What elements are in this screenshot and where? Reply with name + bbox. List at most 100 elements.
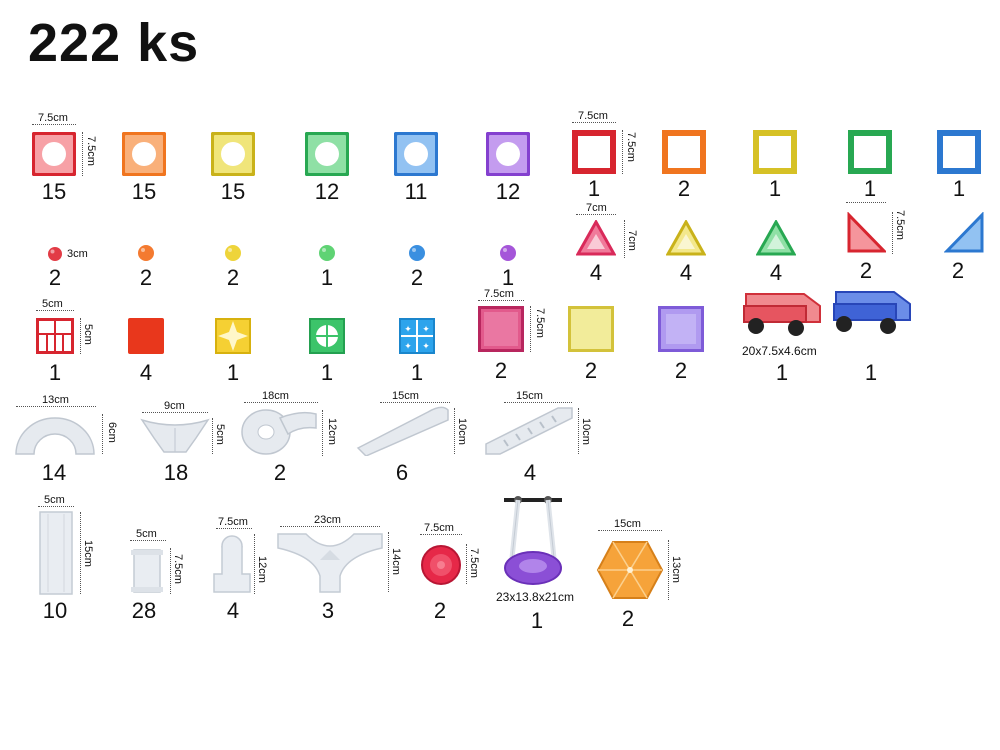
- count-ball-green: 1: [320, 265, 334, 290]
- count-ring-square-purple: 12: [495, 179, 521, 204]
- dim-small-square-h: 5cm: [82, 324, 94, 345]
- page-title: 222 ks: [28, 13, 200, 73]
- solid-square-red: [128, 318, 164, 354]
- red-disc: [421, 545, 461, 585]
- dim-swing: 23x13.8x21cm: [496, 590, 575, 604]
- ball-yellow: [225, 245, 241, 261]
- hexagon-orange: [596, 541, 664, 599]
- frame-square-yellow: [753, 130, 797, 174]
- dim-tower-h: 12cm: [256, 556, 268, 583]
- dim-large-square-h: 7.5cm: [534, 308, 546, 338]
- svg-text:✦: ✦: [404, 325, 412, 335]
- ring-square-purple: [486, 132, 530, 176]
- dim-width: 7.5cm: [578, 110, 608, 122]
- dim-right-triangle: 7.5cm: [894, 210, 906, 240]
- dim-stair-h: 10cm: [580, 418, 592, 445]
- ring-square-orange: [122, 132, 166, 176]
- count-ring-square-orange: 15: [131, 179, 157, 204]
- count-ball-red: 2: [48, 265, 62, 290]
- dim-stair: 15cm: [516, 390, 543, 402]
- count-ball-blue: 2: [410, 265, 424, 290]
- dim-funnel-h: 5cm: [214, 424, 226, 445]
- dim-small-square: 5cm: [42, 298, 63, 310]
- count-frame-yellow: 1: [768, 176, 782, 201]
- dim-y-junction: 23cm: [314, 514, 341, 526]
- count-triangle-yellow: 4: [679, 260, 693, 285]
- car-blue: [833, 291, 911, 334]
- frame-square-orange: [662, 130, 706, 174]
- tower-piece: [213, 535, 251, 593]
- window-square-red: [36, 318, 74, 354]
- dim-red-disc: 7.5cm: [424, 522, 454, 534]
- right-triangle-blue: [944, 212, 984, 253]
- count-ball-purple: 1: [501, 265, 515, 290]
- ring-square-yellow: [211, 132, 255, 176]
- short-tube: [131, 549, 163, 593]
- count-tall-tube: 10: [42, 598, 68, 623]
- dim-car: 20x7.5x4.6cm: [742, 344, 817, 358]
- dim-height: 7.5cm: [625, 132, 637, 162]
- count-short-tube: 28: [131, 598, 157, 623]
- dim-ball: 3cm: [67, 248, 88, 260]
- ring-square-blue: [394, 132, 438, 176]
- count-triangle-pink: 4: [589, 260, 603, 285]
- count-hexagon: 2: [621, 606, 635, 631]
- stair-track: [485, 407, 573, 455]
- count-ring-square-blue: 11: [404, 179, 428, 204]
- count-ring-square-yellow: 15: [220, 179, 246, 204]
- dim-short-tube-h: 7.5cm: [172, 554, 184, 584]
- frame-square-blue: [937, 130, 981, 174]
- dim-large-square: 7.5cm: [484, 288, 514, 300]
- count-car-blue: 1: [864, 360, 878, 385]
- dim-hexagon: 15cm: [614, 518, 641, 530]
- plain-square-yellow: [568, 306, 614, 352]
- count-y-junction: 3: [321, 598, 335, 623]
- count-frame-green: 1: [863, 176, 877, 201]
- count-right-triangle-blue: 2: [951, 258, 965, 283]
- count-window-square: 1: [48, 360, 62, 385]
- dim-spiral: 18cm: [262, 390, 289, 402]
- count-arch-track: 14: [41, 460, 67, 485]
- frame-square-red: [572, 130, 616, 174]
- count-triangle-green: 4: [769, 260, 783, 285]
- right-triangle-red: [847, 212, 886, 253]
- count-red-disc: 2: [433, 598, 447, 623]
- dim-red-disc-h: 7.5cm: [468, 548, 480, 578]
- svg-text:✦: ✦: [404, 342, 412, 352]
- count-slide-track: 6: [395, 460, 409, 485]
- frame-square-green: [848, 130, 892, 174]
- triangle-pink: [576, 220, 616, 256]
- star-square-yellow: [215, 318, 251, 354]
- dim-arch: 13cm: [42, 394, 69, 406]
- dim-short-tube: 5cm: [136, 528, 157, 540]
- circle-square-green: [309, 318, 345, 354]
- count-tower-piece: 4: [226, 598, 240, 623]
- count-frame-blue: 1: [952, 176, 966, 201]
- count-frame-orange: 2: [677, 176, 691, 201]
- dim-tall-tube: 5cm: [44, 494, 65, 506]
- dim-hexagon-h: 13cm: [670, 556, 682, 583]
- dim-width: 7.5cm: [38, 112, 68, 124]
- count-car-red: 1: [775, 360, 789, 385]
- dim-triangle: 7cm: [586, 202, 607, 214]
- svg-text:✦: ✦: [422, 325, 430, 335]
- count-plain-square-pink: 2: [494, 358, 508, 383]
- dim-y-junction-h: 14cm: [390, 548, 402, 575]
- dim-tower: 7.5cm: [218, 516, 248, 528]
- ring-square-red: [32, 132, 76, 176]
- funnel-track: [140, 418, 210, 453]
- count-star-square: 1: [226, 360, 240, 385]
- ring-square-green: [305, 132, 349, 176]
- sparkle-square-blue: ✦ ✦ ✦ ✦: [399, 318, 435, 354]
- svg-text:✦: ✦: [422, 342, 430, 352]
- dim-spiral-h: 12cm: [326, 418, 338, 445]
- dim-height: 7.5cm: [85, 136, 97, 166]
- count-swing-spinner: 1: [530, 608, 544, 633]
- ball-green: [319, 245, 335, 261]
- count-right-triangle-red: 2: [859, 258, 873, 283]
- count-ball-orange: 2: [139, 265, 153, 290]
- tall-tube: [39, 511, 73, 595]
- y-junction-track: [277, 533, 383, 593]
- plain-square-purple: [658, 306, 704, 352]
- count-ring-square-red: 15: [41, 179, 67, 204]
